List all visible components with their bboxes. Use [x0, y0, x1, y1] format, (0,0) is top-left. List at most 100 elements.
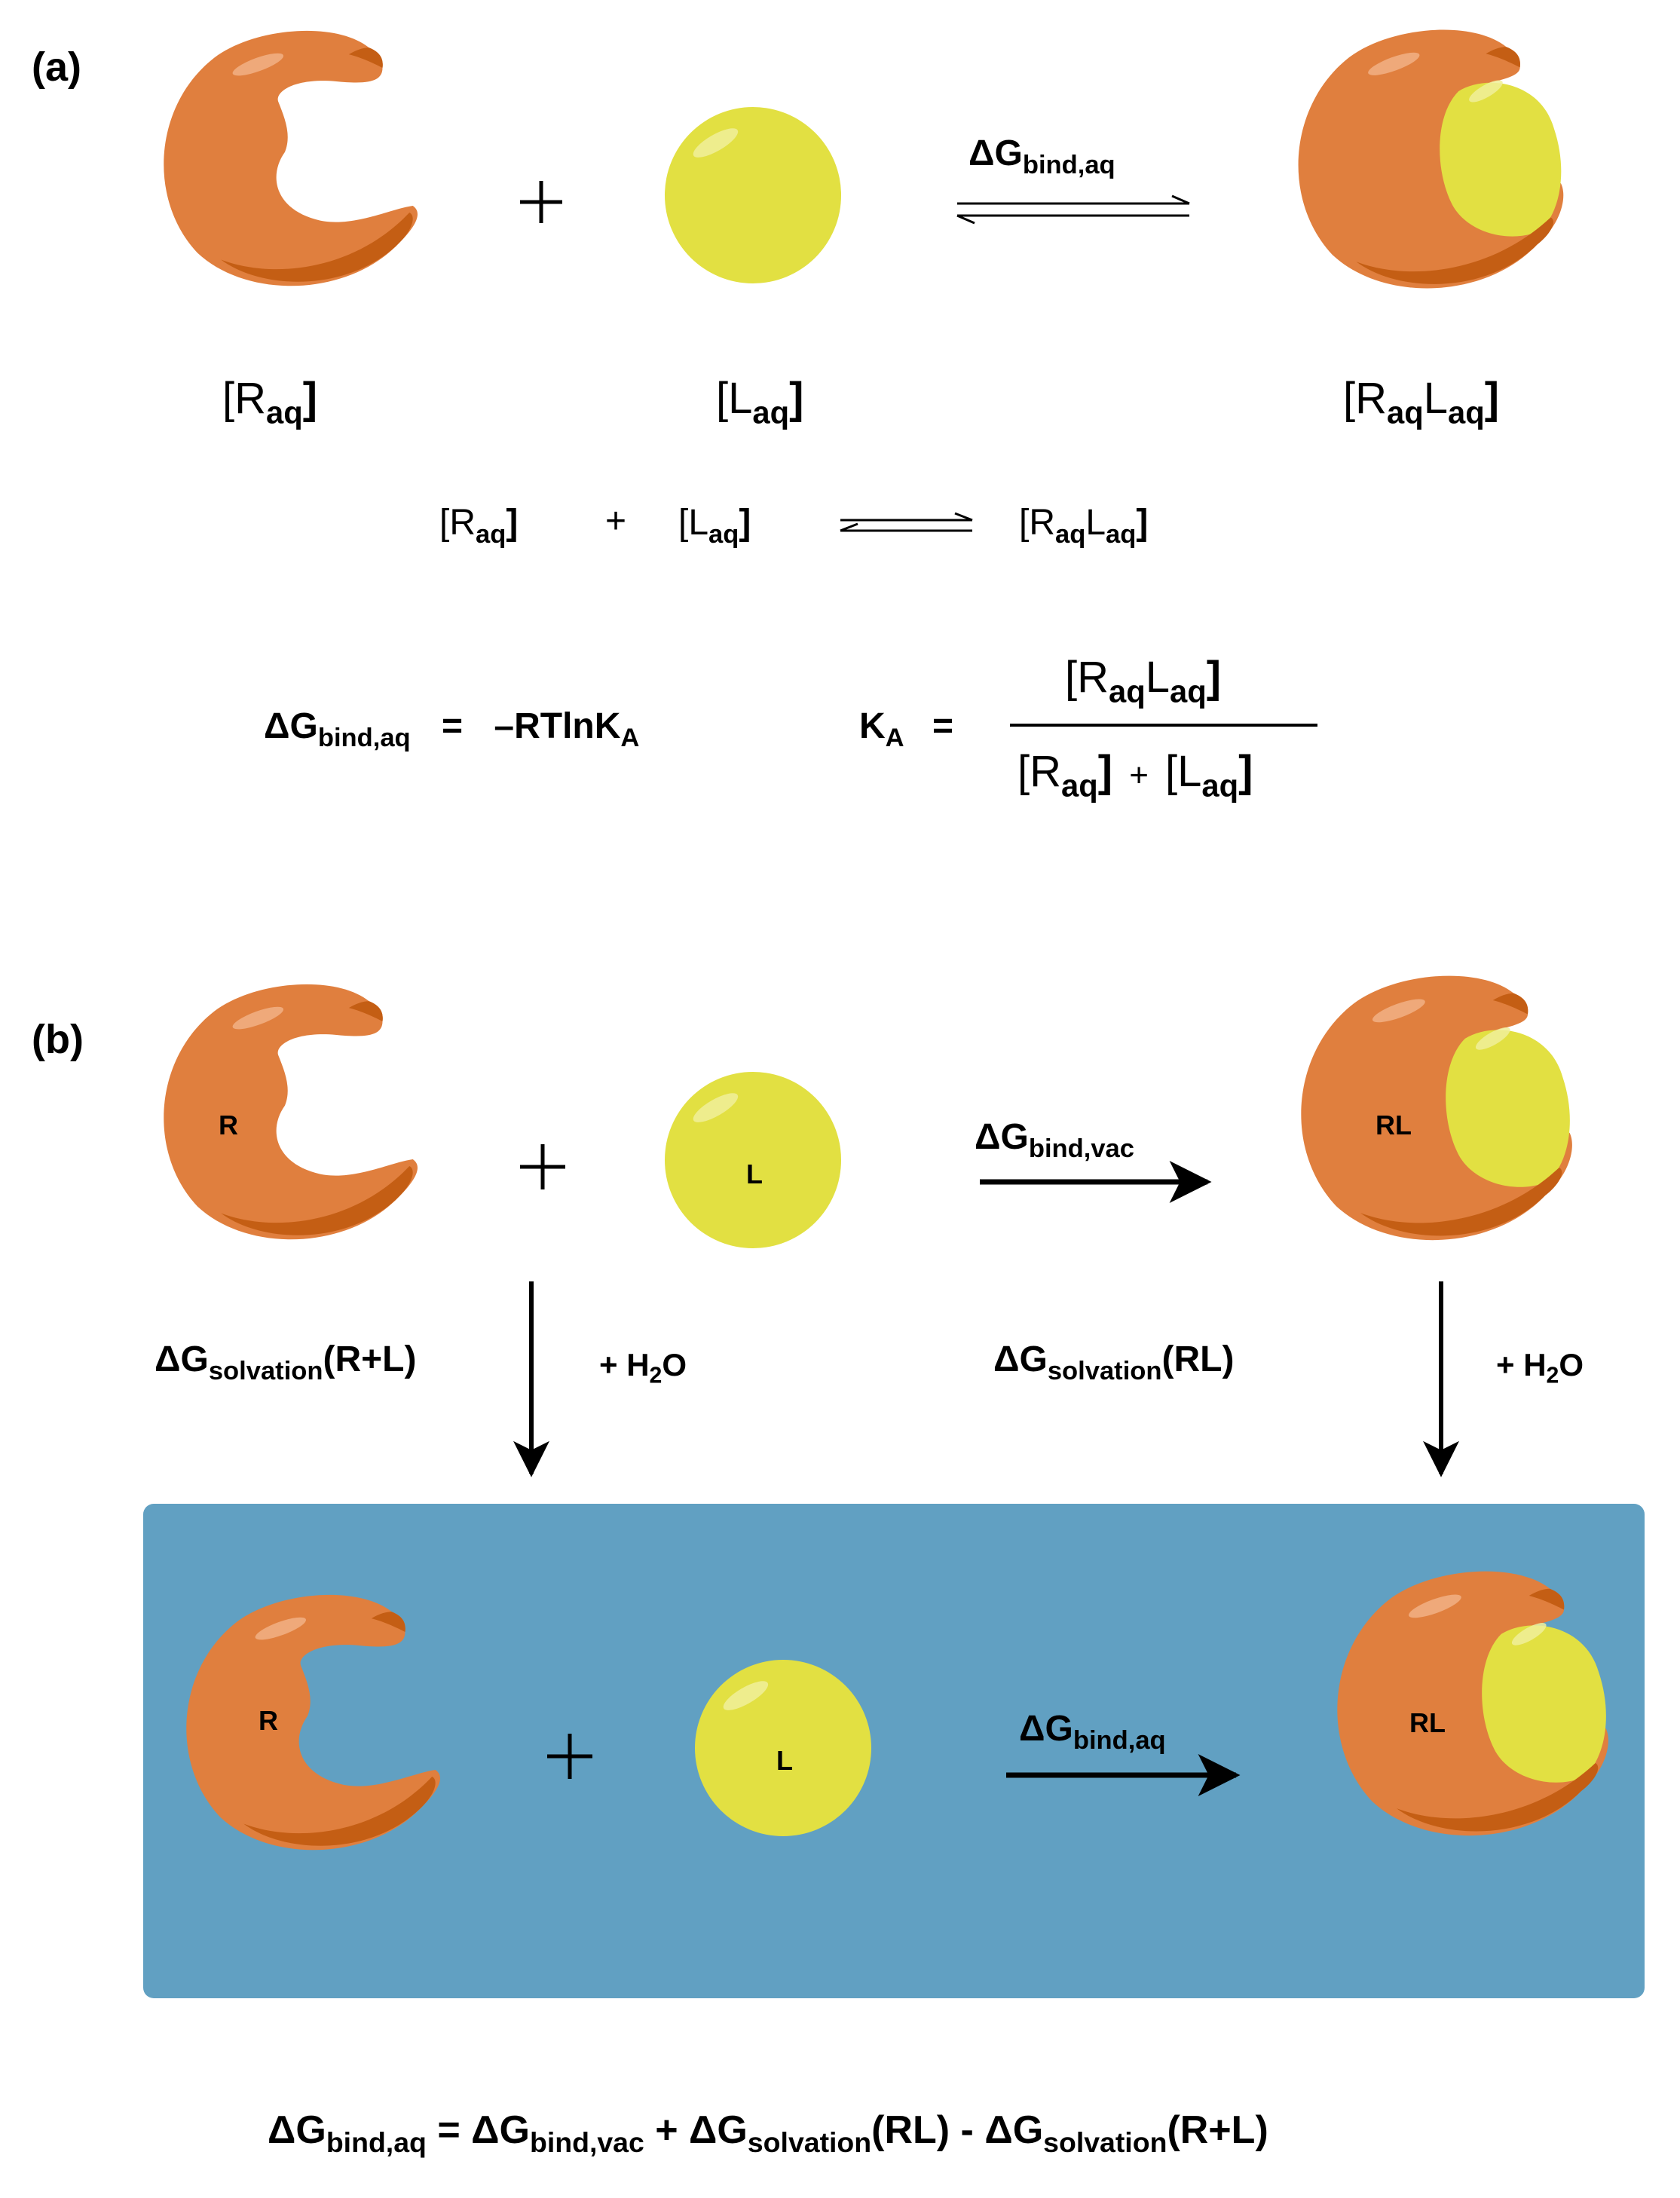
- subscript: solvation: [1047, 1357, 1162, 1386]
- tail: (RL): [871, 2108, 950, 2152]
- subscript: solvation: [208, 1357, 323, 1386]
- subscript: aq: [1170, 673, 1207, 709]
- subscript: 2: [1546, 1363, 1559, 1388]
- complex-shape-b: [1301, 975, 1572, 1241]
- water-post: O: [1559, 1347, 1584, 1382]
- reaction-receptor: [Raq]: [439, 505, 518, 548]
- bracket-open: [R: [1019, 503, 1055, 543]
- bracket-open: [R: [439, 503, 476, 543]
- bracket-open: [R: [1017, 747, 1061, 796]
- bracket-close: ]: [1238, 747, 1253, 796]
- subscript: aq: [1201, 767, 1239, 804]
- reaction-plus: +: [605, 501, 627, 541]
- ka-numerator: [RaqLaq]: [1065, 656, 1221, 707]
- panel-label-b: (b): [32, 1017, 84, 1062]
- species-ligand-a: [Laq]: [716, 377, 803, 428]
- subscript: bind,vac: [529, 2126, 644, 2158]
- receptor-shape-a: [164, 30, 418, 286]
- plus-sign-aq: [547, 1734, 592, 1779]
- bracket-close: ]: [789, 374, 804, 423]
- bracket-open: [L: [1165, 747, 1202, 796]
- subscript: aq: [476, 520, 506, 550]
- bracket-open: [L: [716, 374, 753, 423]
- reaction-ligand: [Laq]: [678, 505, 751, 548]
- rhs: –RTlnK: [494, 706, 621, 746]
- subscript: 2: [649, 1363, 663, 1388]
- delta-g-sub: bind,aq: [1022, 151, 1115, 180]
- water-post: O: [662, 1347, 687, 1382]
- plus-sign-a: [520, 181, 562, 223]
- free-energy-equation: ΔGbind,aq = –RTlnKA: [264, 709, 639, 752]
- bracket-close: ]: [302, 374, 318, 423]
- bracket-open: [R: [222, 374, 266, 423]
- subscript: A: [620, 724, 640, 753]
- arrow-label-a: ΔGbind,aq: [969, 136, 1115, 179]
- bracket-open: [R: [1065, 653, 1109, 702]
- plus-sign: +: [644, 2108, 690, 2152]
- tail: (R+L): [323, 1339, 417, 1379]
- k: K: [859, 706, 886, 746]
- solvation-label-right: ΔGsolvation(RL): [993, 1342, 1234, 1385]
- water-pre: + H: [599, 1347, 650, 1382]
- delta-g: ΔG: [993, 1339, 1048, 1379]
- delta-g: ΔG: [689, 2108, 748, 2152]
- water-label-right: + H2O: [1496, 1349, 1584, 1388]
- water-label-left: + H2O: [599, 1349, 687, 1388]
- subscript: bind,aq: [1073, 1726, 1166, 1756]
- delta-g: ΔG: [969, 133, 1023, 173]
- bracket-close: ]: [1097, 747, 1113, 796]
- subscript: A: [885, 724, 904, 753]
- subscript: aq: [1387, 394, 1424, 430]
- tail: (RL): [1161, 1339, 1235, 1379]
- subscript: aq: [1448, 394, 1485, 430]
- subscript: aq: [266, 394, 303, 430]
- subscript: aq: [1109, 673, 1146, 709]
- equals-sign: =: [426, 2108, 472, 2152]
- final-equation: ΔGbind,aq = ΔGbind,vac + ΔGsolvation(RL)…: [268, 2111, 1268, 2157]
- delta-g: ΔG: [471, 2108, 530, 2152]
- species-complex-a: [RaqLaq]: [1343, 377, 1499, 428]
- ligand-label-aq: L: [776, 1745, 793, 1776]
- bracket-open: [R: [1343, 374, 1387, 423]
- water-pre: + H: [1496, 1347, 1547, 1382]
- bracket-close: ]: [1136, 503, 1149, 543]
- subscript: bind,vac: [1028, 1134, 1134, 1164]
- ligand-letter: L: [1085, 503, 1106, 543]
- subscript: bind,aq: [326, 2126, 427, 2158]
- aq-arrow-label: ΔGbind,aq: [1019, 1711, 1166, 1754]
- delta-g: ΔG: [268, 2108, 326, 2152]
- bracket-close: ]: [506, 503, 519, 543]
- subscript: aq: [752, 394, 790, 430]
- bracket-close: ]: [739, 503, 751, 543]
- equals-sign: =: [442, 706, 464, 746]
- panel-label-a: (a): [32, 44, 81, 90]
- minus-sign: -: [950, 2108, 985, 2152]
- receptor-label-aq: R: [259, 1705, 278, 1736]
- delta-g: ΔG: [264, 706, 318, 746]
- vac-arrow-label: ΔGbind,vac: [975, 1119, 1134, 1162]
- subscript: aq: [1106, 520, 1137, 550]
- subscript: aq: [708, 520, 739, 550]
- subscript: solvation: [747, 2126, 872, 2158]
- ligand-letter: L: [1145, 653, 1170, 702]
- delta-g: ΔG: [1019, 1709, 1073, 1749]
- reaction-product: [RaqLaq]: [1019, 505, 1148, 548]
- bracket-open: [L: [678, 503, 709, 543]
- plus: +: [1129, 757, 1149, 794]
- subscript: solvation: [1043, 2126, 1167, 2158]
- subscript: aq: [1055, 520, 1086, 550]
- ka-denominator: [Raq] + [Laq]: [1017, 750, 1253, 801]
- complex-shape-a: [1298, 29, 1564, 289]
- delta-g: ΔG: [975, 1117, 1029, 1157]
- equilibrium-arrow-a-reaction: [840, 512, 973, 532]
- bracket-close: ]: [1484, 374, 1500, 423]
- complex-label-aq: RL: [1409, 1707, 1446, 1738]
- species-receptor-a: [Raq]: [222, 377, 317, 428]
- delta-g: ΔG: [155, 1339, 209, 1379]
- tail: (R+L): [1167, 2108, 1268, 2152]
- equilibrium-arrow-a-top: [956, 194, 1190, 225]
- delta-g: ΔG: [984, 2108, 1044, 2152]
- equals-sign: =: [932, 706, 953, 746]
- plus-sign-b: [520, 1144, 565, 1189]
